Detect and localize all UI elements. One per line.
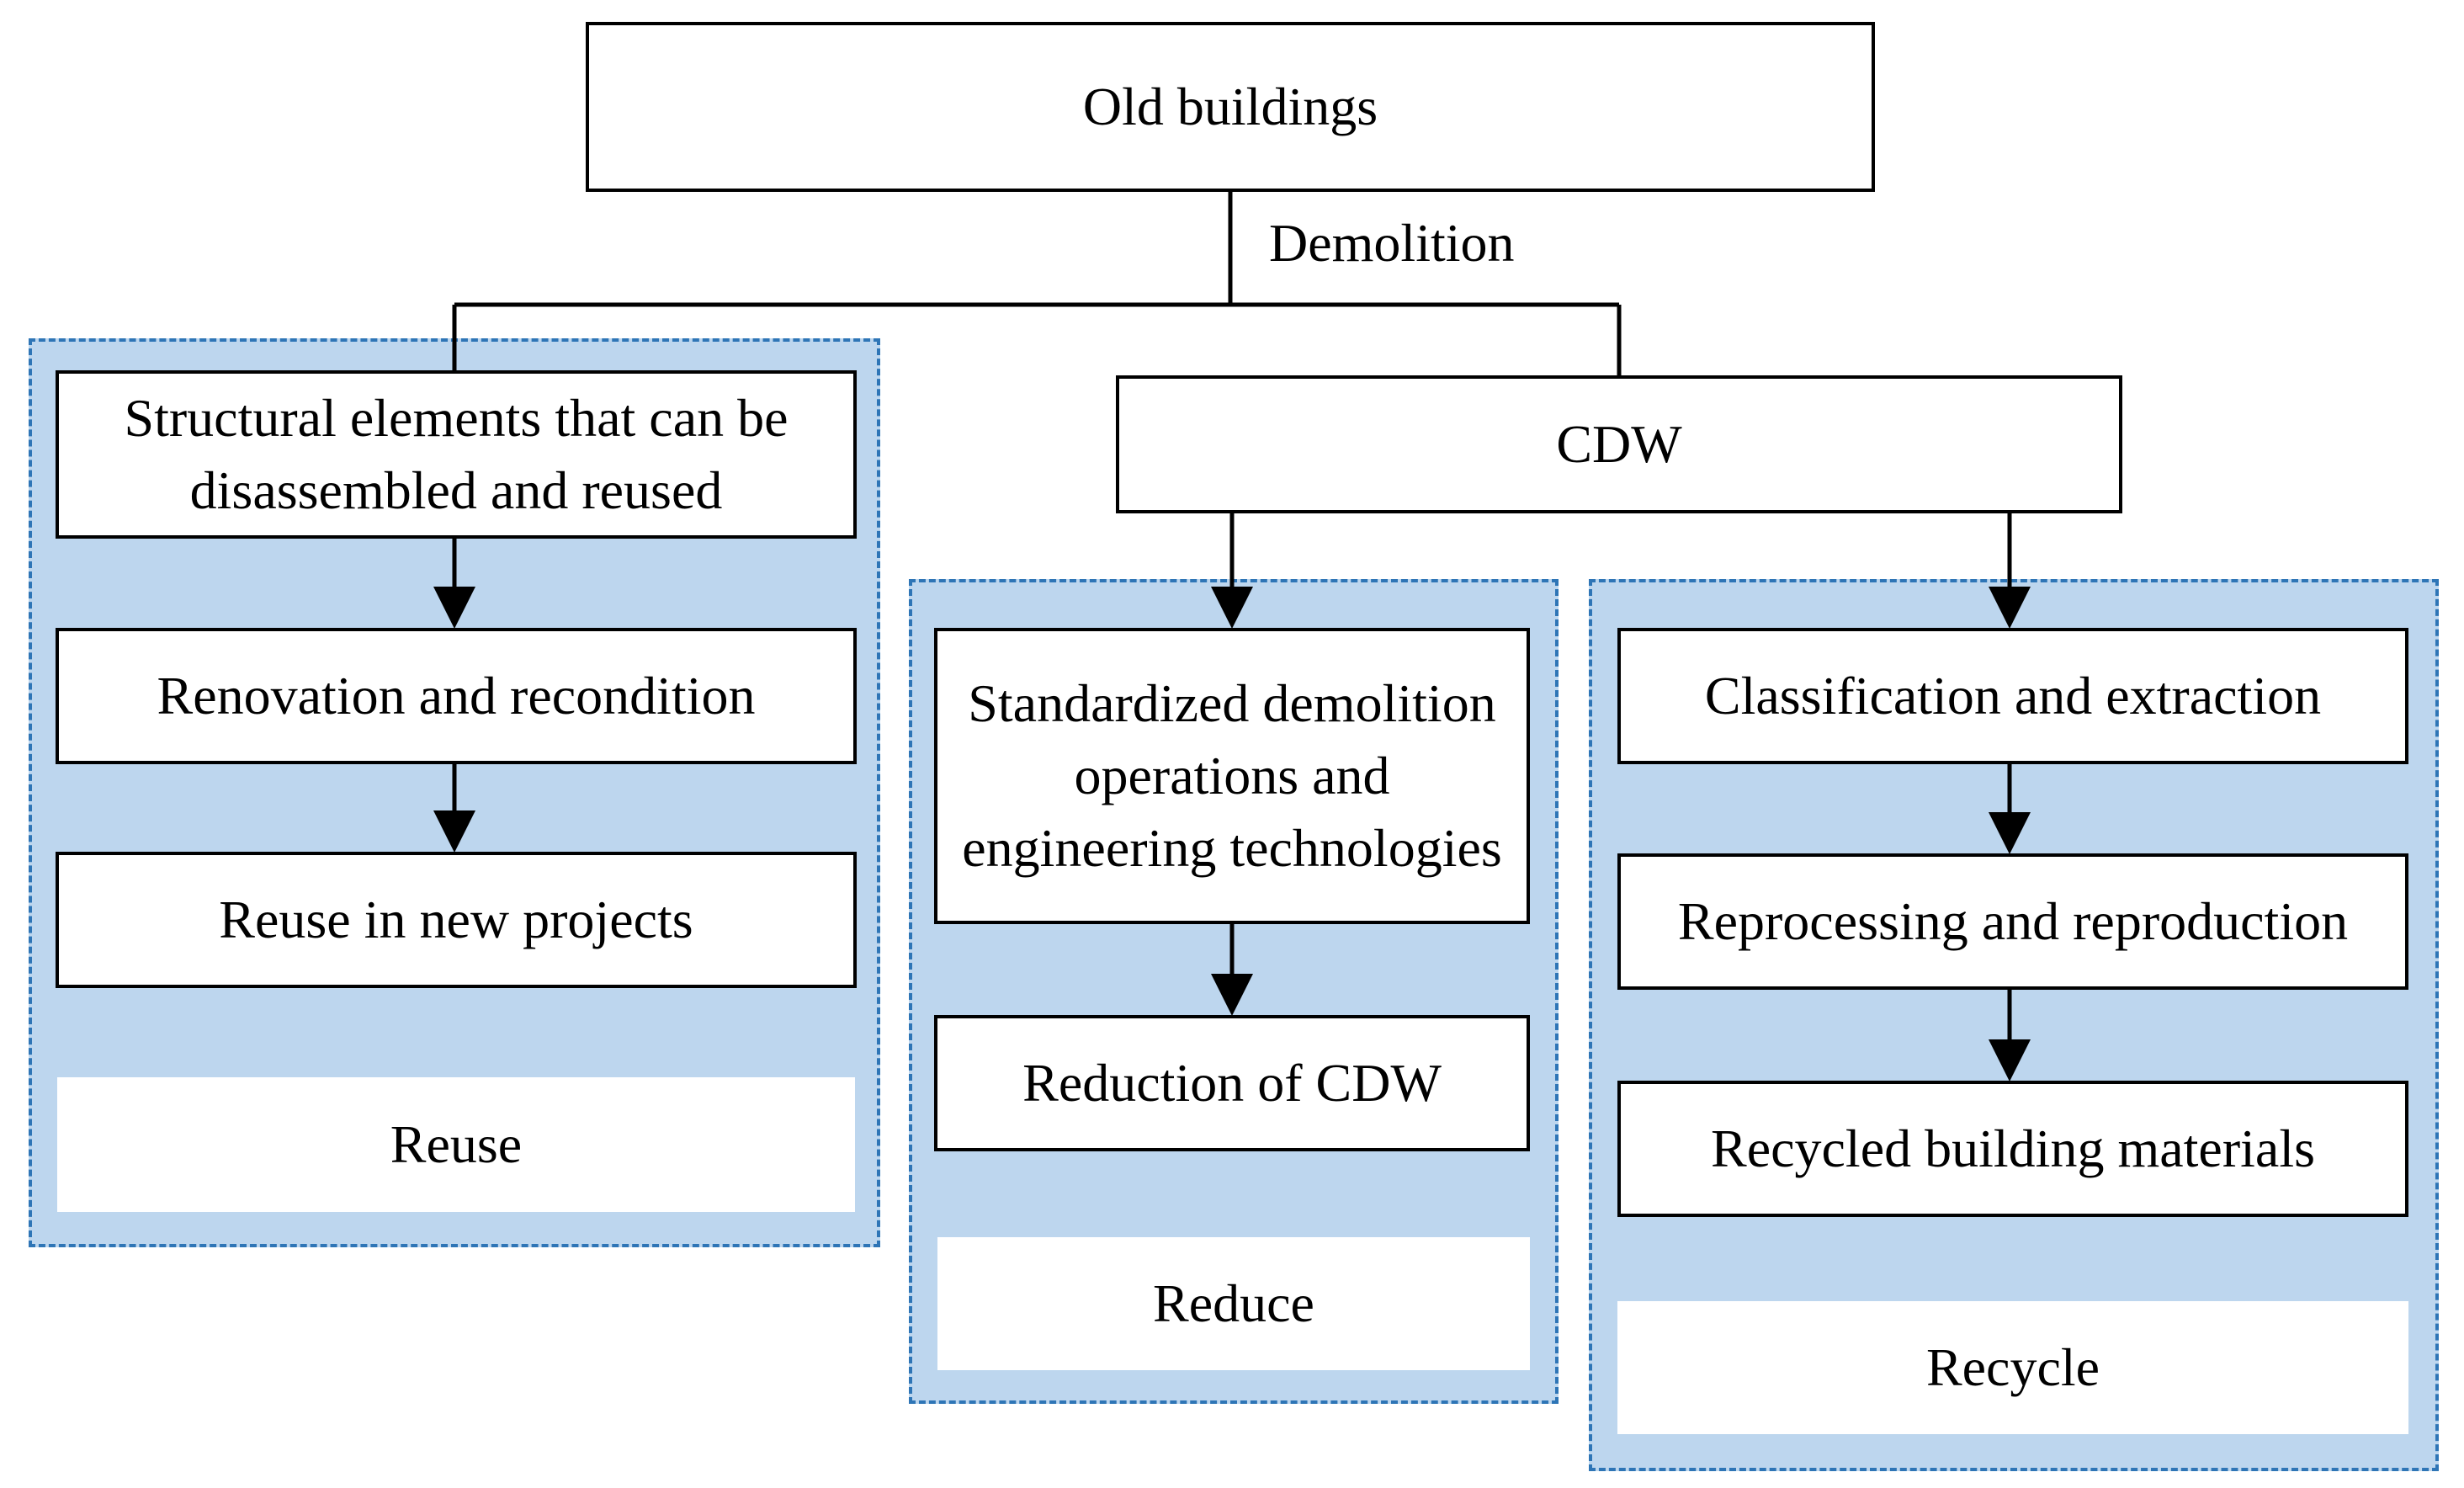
group-label-reduce: Reduce (937, 1237, 1530, 1370)
node-recycled-materials: Recycled building materials (1617, 1081, 2408, 1217)
group-label-reuse: Reuse (57, 1077, 855, 1212)
node-cdw: CDW (1116, 375, 2122, 513)
node-renovation: Renovation and recondition (56, 628, 857, 764)
group-label-recycle: Recycle (1617, 1301, 2408, 1434)
node-old-buildings: Old buildings (586, 22, 1875, 192)
node-standardized-demolition: Standardized demolition operations and e… (934, 628, 1530, 924)
node-structural-elements: Structural elements that can be disassem… (56, 370, 857, 539)
node-classification: Classification and extraction (1617, 628, 2408, 764)
node-reprocessing: Reprocessing and reproduction (1617, 853, 2408, 990)
node-reduction-cdw: Reduction of CDW (934, 1015, 1530, 1151)
edge-label-demolition: Demolition (1269, 213, 1515, 273)
node-reuse-new-projects: Reuse in new projects (56, 852, 857, 988)
